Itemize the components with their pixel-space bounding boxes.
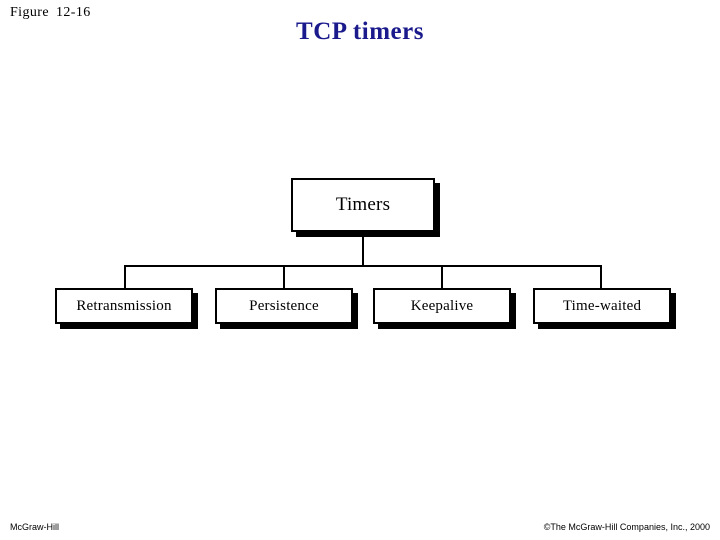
- figure-label: Figure 12-16: [10, 5, 91, 21]
- node-retransmission: Retransmission: [55, 288, 193, 324]
- footer-copyright: ©The McGraw-Hill Companies, Inc., 2000: [543, 522, 710, 532]
- footer-left-text: McGraw-Hill: [10, 522, 59, 532]
- node-time-waited-label: Time-waited: [562, 297, 642, 314]
- figure-label-number: 12-16: [55, 5, 91, 20]
- page-title: TCP timers: [296, 18, 424, 45]
- figure-label-prefix: Figure: [10, 5, 49, 20]
- node-timers-label: Timers: [335, 194, 391, 215]
- node-persistence-label: Persistence: [249, 297, 319, 314]
- connector-drop-time-waited: [600, 265, 602, 288]
- node-timers: Timers: [291, 178, 435, 232]
- node-keepalive: Keepalive: [373, 288, 511, 324]
- connector-drop-keepalive: [441, 265, 443, 288]
- node-persistence: Persistence: [215, 288, 353, 324]
- node-time-waited: Time-waited: [533, 288, 671, 324]
- node-keepalive-label: Keepalive: [410, 297, 474, 314]
- connector-root-stem: [362, 232, 364, 266]
- node-retransmission-label: Retransmission: [76, 297, 172, 314]
- connector-horizontal-bus: [124, 265, 602, 267]
- connector-drop-persistence: [283, 265, 285, 288]
- connector-drop-retransmission: [124, 265, 126, 288]
